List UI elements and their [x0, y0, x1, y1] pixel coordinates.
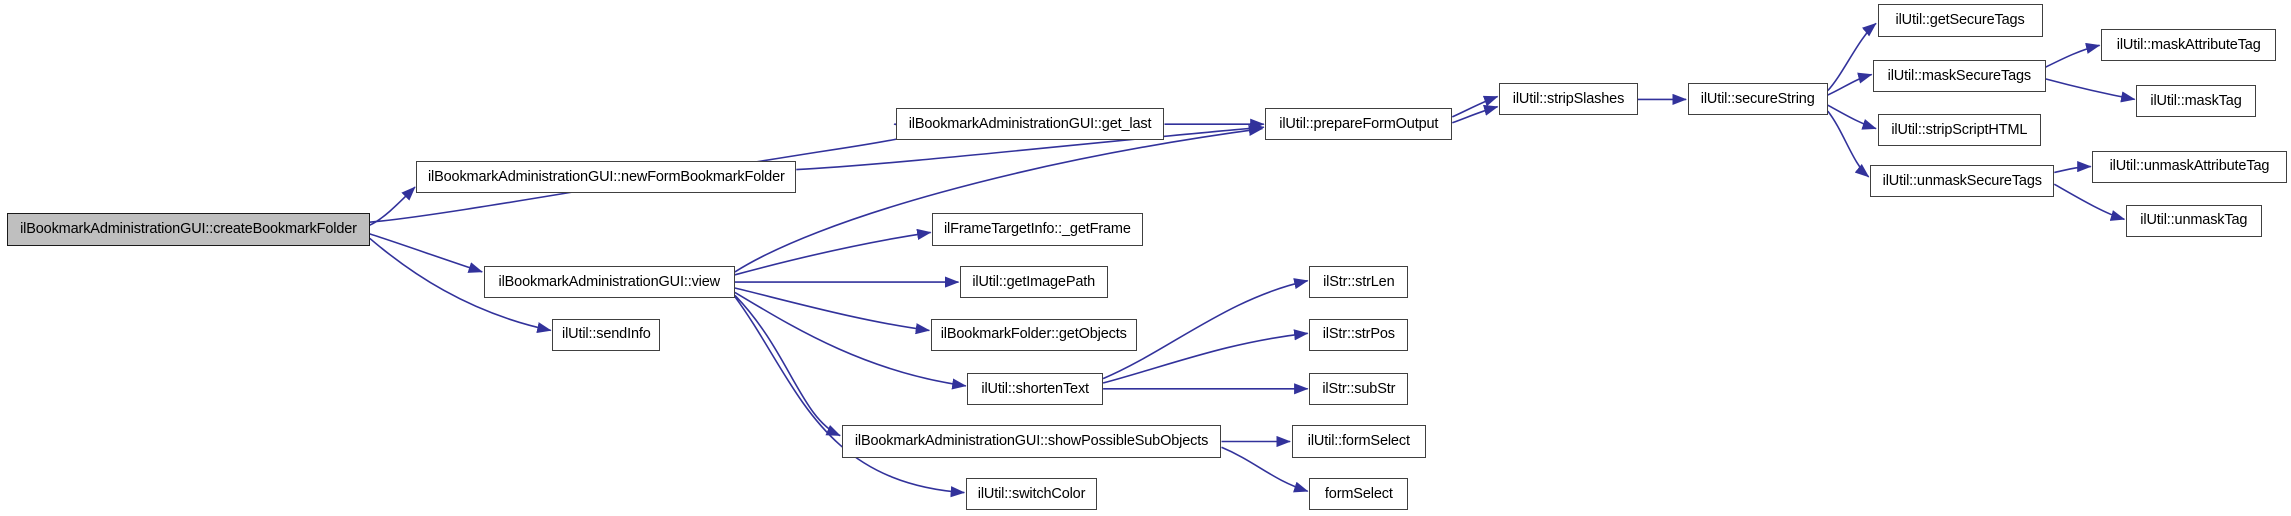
- graph-edge-maskSecureTags-to-maskAttributeTag: [2045, 42, 2101, 68]
- graph-node-label: ilUtil::stripSlashes: [1512, 91, 1625, 108]
- graph-node-label: ilUtil::maskAttributeTag: [2116, 37, 2261, 54]
- graph-node-getObjects[interactable]: ilBookmarkFolder::getObjects: [930, 318, 1137, 351]
- graph-node-formSelectUtil[interactable]: ilUtil::formSelect: [1291, 425, 1427, 458]
- graph-node-label: ilBookmarkAdministrationGUI::createBookm…: [20, 221, 357, 238]
- graph-node-prepareFormOutput[interactable]: ilUtil::prepareFormOutput: [1265, 108, 1453, 141]
- graph-node-get_last[interactable]: ilBookmarkAdministrationGUI::get_last: [895, 108, 1165, 141]
- graph-edge-view-to-_getFrame: [734, 228, 932, 276]
- graph-edge-prepareFormOutput-to-stripSlashes: [1451, 95, 1499, 118]
- graph-node-unmaskTag[interactable]: ilUtil::unmaskTag: [2125, 204, 2262, 237]
- graph-edge-secureString-to-unmaskSecureTags: [1827, 110, 1870, 178]
- graph-node-stripSlashes[interactable]: ilUtil::stripSlashes: [1499, 83, 1638, 116]
- graph-node-label: ilUtil::getSecureTags: [1895, 12, 2025, 29]
- graph-node-maskAttributeTag[interactable]: ilUtil::maskAttributeTag: [2101, 29, 2277, 62]
- graph-node-label: ilUtil::formSelect: [1307, 433, 1410, 450]
- graph-node-label: ilBookmarkAdministrationGUI::view: [498, 273, 721, 290]
- graph-node-shortenText[interactable]: ilUtil::shortenText: [967, 372, 1104, 405]
- graph-node-label: ilUtil::prepareFormOutput: [1279, 115, 1439, 132]
- graph-node-newFormBookmarkFolder[interactable]: ilBookmarkAdministrationGUI::newFormBook…: [416, 160, 797, 193]
- graph-node-subStr[interactable]: ilStr::subStr: [1309, 372, 1409, 405]
- graph-node-unmaskSecureTags[interactable]: ilUtil::unmaskSecureTags: [1870, 165, 2055, 198]
- graph-node-label: ilUtil::secureString: [1700, 91, 1815, 108]
- graph-node-label: ilStr::strPos: [1322, 326, 1395, 343]
- graph-node-label: ilUtil::unmaskAttributeTag: [2109, 158, 2270, 175]
- graph-node-label: ilBookmarkAdministrationGUI::newFormBook…: [427, 168, 785, 185]
- graph-node-label: ilUtil::unmaskSecureTags: [1882, 173, 2042, 189]
- graph-node-label: ilUtil::unmaskTag: [2140, 212, 2248, 229]
- graph-node-label: ilUtil::sendInfo: [562, 326, 651, 343]
- graph-edge-createBookmarkFolder-to-newFormBookmarkFolder: [369, 186, 416, 226]
- graph-node-label: ilUtil::maskTag: [2150, 92, 2242, 109]
- graph-edge-unmaskSecureTags-to-unmaskTag: [2053, 183, 2126, 221]
- graph-edge-view-to-getObjects: [734, 287, 931, 335]
- graph-node-getImagePath[interactable]: ilUtil::getImagePath: [959, 266, 1108, 299]
- graph-edge-view-to-prepareFormOutput: [734, 124, 1264, 273]
- graph-node-getSecureTags[interactable]: ilUtil::getSecureTags: [1877, 4, 2043, 37]
- graph-node-secureString[interactable]: ilUtil::secureString: [1687, 83, 1828, 116]
- graph-edge-secureString-to-stripScriptHTML: [1827, 104, 1877, 130]
- graph-node-label: ilFrameTargetInfo::_getFrame: [943, 221, 1131, 238]
- graph-node-showPossibleSubObjects[interactable]: ilBookmarkAdministrationGUI::showPossibl…: [841, 425, 1222, 458]
- graph-node-formSelect[interactable]: formSelect: [1309, 477, 1409, 511]
- graph-node-strLen[interactable]: ilStr::strLen: [1309, 266, 1409, 299]
- graph-edge-secureString-to-maskSecureTags: [1827, 72, 1873, 96]
- graph-node-stripScriptHTML[interactable]: ilUtil::stripScriptHTML: [1877, 114, 2042, 147]
- graph-node-label: ilUtil::switchColor: [977, 485, 1086, 502]
- graph-node-sendInfo[interactable]: ilUtil::sendInfo: [552, 318, 661, 351]
- graph-edge-secureString-to-getSecureTags: [1827, 22, 1877, 92]
- graph-edge-view-to-showPossibleSubObjects: [734, 294, 841, 437]
- graph-node-label: ilBookmarkFolder::getObjects: [940, 326, 1127, 343]
- graph-node-maskTag[interactable]: ilUtil::maskTag: [2136, 84, 2256, 117]
- graph-node-label: formSelect: [1324, 485, 1393, 502]
- graph-node-label: ilBookmarkAdministrationGUI::get_last: [908, 115, 1152, 132]
- graph-node-unmaskAttributeTag[interactable]: ilUtil::unmaskAttributeTag: [2092, 150, 2287, 183]
- graph-edge-createBookmarkFolder-to-view: [369, 233, 483, 273]
- graph-node-label: ilUtil::stripScriptHTML: [1891, 121, 2028, 138]
- graph-node-maskSecureTags[interactable]: ilUtil::maskSecureTags: [1873, 59, 2046, 93]
- graph-node-label: ilStr::subStr: [1322, 380, 1396, 397]
- graph-node-label: ilUtil::maskSecureTags: [1887, 67, 2032, 84]
- graph-node-label: ilUtil::getImagePath: [972, 273, 1096, 290]
- graph-node-label: ilBookmarkAdministrationGUI::showPossibl…: [854, 433, 1209, 450]
- graph-node-switchColor[interactable]: ilUtil::switchColor: [965, 477, 1098, 511]
- graph-node-view[interactable]: ilBookmarkAdministrationGUI::view: [483, 266, 735, 299]
- graph-edge-unmaskSecureTags-to-unmaskAttributeTag: [2054, 161, 2092, 174]
- graph-edge-maskSecureTags-to-maskTag: [2045, 78, 2136, 103]
- graph-node-strPos[interactable]: ilStr::strPos: [1309, 318, 1409, 351]
- graph-node-label: ilStr::strLen: [1323, 273, 1395, 290]
- graph-node-label: ilUtil::shortenText: [981, 380, 1089, 397]
- graph-node-_getFrame[interactable]: ilFrameTargetInfo::_getFrame: [932, 213, 1143, 246]
- call-graph-edges: [369, 22, 2136, 498]
- graph-edge-prepareFormOutput-to-stripSlashes: [1452, 104, 1499, 124]
- graph-node-createBookmarkFolder[interactable]: ilBookmarkAdministrationGUI::createBookm…: [7, 213, 370, 246]
